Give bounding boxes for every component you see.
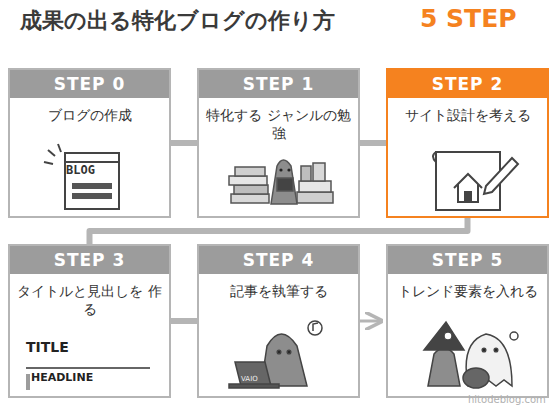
- step-card: STEP 2サイト設計を考える: [386, 68, 549, 218]
- step-heading: STEP 1: [199, 70, 358, 98]
- step-text: 特化する ジャンルの勉強: [199, 98, 358, 142]
- step-connector: [90, 218, 468, 244]
- step-text: トレンド要素を入れる: [388, 274, 547, 300]
- step-heading: STEP 3: [10, 246, 169, 274]
- step-connector: [171, 140, 197, 146]
- step-card: STEP 0ブログの作成: [8, 68, 171, 218]
- step-text: タイトルと見出しを 作る: [10, 274, 169, 318]
- step-connector: [360, 140, 386, 146]
- step-count: 5 STEP: [420, 4, 517, 33]
- step-connector: [360, 320, 380, 323]
- step-card: STEP 4記事を執筆する: [197, 244, 360, 398]
- icon-label: VAIO: [241, 375, 258, 383]
- step-heading: STEP 0: [10, 70, 169, 98]
- step-text: サイト設計を考える: [388, 98, 547, 124]
- step-connector: [171, 318, 197, 324]
- step-text: 記事を執筆する: [199, 274, 358, 300]
- step-card: STEP 5トレンド要素を入れる: [386, 244, 549, 398]
- watermark: hitodeblog.com: [468, 394, 546, 405]
- icon-label: BLOG: [66, 163, 95, 177]
- step-heading: STEP 5: [388, 246, 547, 274]
- diagram-title: 成果の出る特化ブログの作り方: [20, 6, 335, 36]
- step-heading: STEP 2: [388, 70, 547, 98]
- step-card: STEP 1特化する ジャンルの勉強: [197, 68, 360, 218]
- icon-label: HEADLINE: [31, 371, 93, 384]
- step-text: ブログの作成: [10, 98, 169, 124]
- icon-label: TITLE: [26, 339, 69, 355]
- step-heading: STEP 4: [199, 246, 358, 274]
